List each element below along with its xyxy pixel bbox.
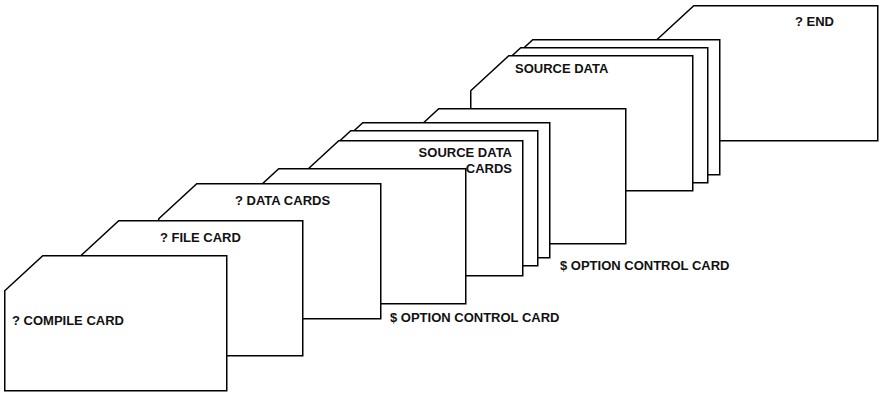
punched-card: ? COMPILE CARD <box>4 255 226 390</box>
card-text: ? END <box>795 14 834 30</box>
card-text: ? COMPILE CARD <box>12 313 124 329</box>
card-text: ? FILE CARD <box>160 230 241 246</box>
card-text: ? DATA CARDS <box>235 193 330 209</box>
card-label: $ OPTION CONTROL CARD <box>560 258 730 274</box>
card-text: SOURCE DATA <box>515 61 608 77</box>
card-label: $ OPTION CONTROL CARD <box>390 310 560 326</box>
